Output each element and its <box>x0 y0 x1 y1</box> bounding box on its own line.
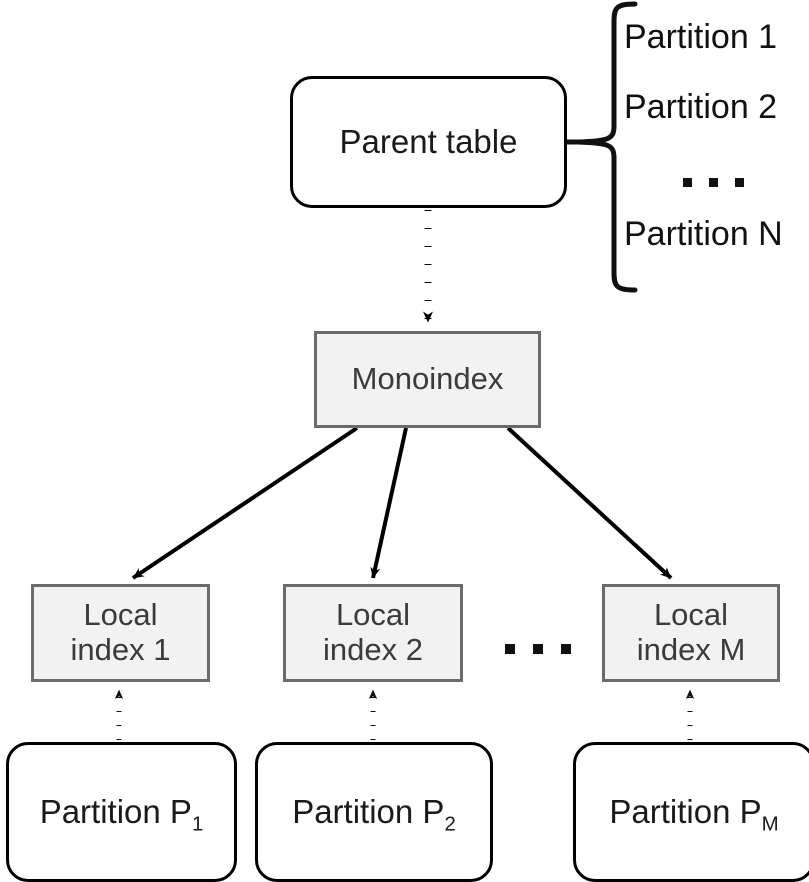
node-partition-p1[interactable]: Partition P1 <box>6 742 237 882</box>
node-local-index-m[interactable]: Local index M <box>602 584 780 682</box>
node-partition-pm-label: Partition PM <box>603 792 784 834</box>
ellipsis-dot <box>735 178 744 187</box>
node-partition-p2-subscript: 2 <box>444 812 456 836</box>
node-local-index-2[interactable]: Local index 2 <box>283 584 463 682</box>
ellipsis-dot <box>561 644 571 654</box>
node-partition-p2-text: Partition P <box>292 792 445 830</box>
ellipsis-dot <box>709 178 718 187</box>
node-partition-p2[interactable]: Partition P2 <box>255 742 493 882</box>
edge-monoindex-to-local-index-1 <box>131 426 359 580</box>
node-monoindex[interactable]: Monoindex <box>314 331 541 428</box>
node-local-index-1-label: Local index 1 <box>70 597 171 667</box>
ellipsis-partition-list <box>683 178 744 187</box>
node-partition-pm-text: Partition P <box>609 792 762 830</box>
node-local-index-2-label: Local index 2 <box>323 597 423 667</box>
edge-monoindex-to-local-index-2 <box>370 427 408 579</box>
node-partition-pm-subscript: M <box>761 812 779 836</box>
node-partition-p2-label: Partition P2 <box>286 792 462 834</box>
node-parent-table-label: Parent table <box>339 122 518 160</box>
node-partition-pm[interactable]: Partition PM <box>573 742 809 882</box>
partition-list-item-n: Partition N <box>624 215 783 253</box>
edge-monoindex-to-local-index-m <box>506 426 673 580</box>
partition-list-item-1: Partition 1 <box>624 18 778 56</box>
node-partition-p1-text: Partition P <box>39 792 192 830</box>
partition-list-item-2: Partition 2 <box>624 88 778 126</box>
node-parent-table[interactable]: Parent table <box>290 76 567 208</box>
node-local-index-m-label: Local index M <box>636 597 746 667</box>
node-monoindex-label: Monoindex <box>351 361 504 397</box>
node-partition-p1-label: Partition P1 <box>34 792 210 834</box>
node-partition-p1-subscript: 1 <box>191 812 204 836</box>
ellipsis-dot <box>505 644 515 654</box>
node-local-index-1[interactable]: Local index 1 <box>31 584 210 682</box>
ellipsis-dot <box>533 644 543 654</box>
ellipsis-local-index <box>505 644 571 654</box>
ellipsis-dot <box>683 178 692 187</box>
